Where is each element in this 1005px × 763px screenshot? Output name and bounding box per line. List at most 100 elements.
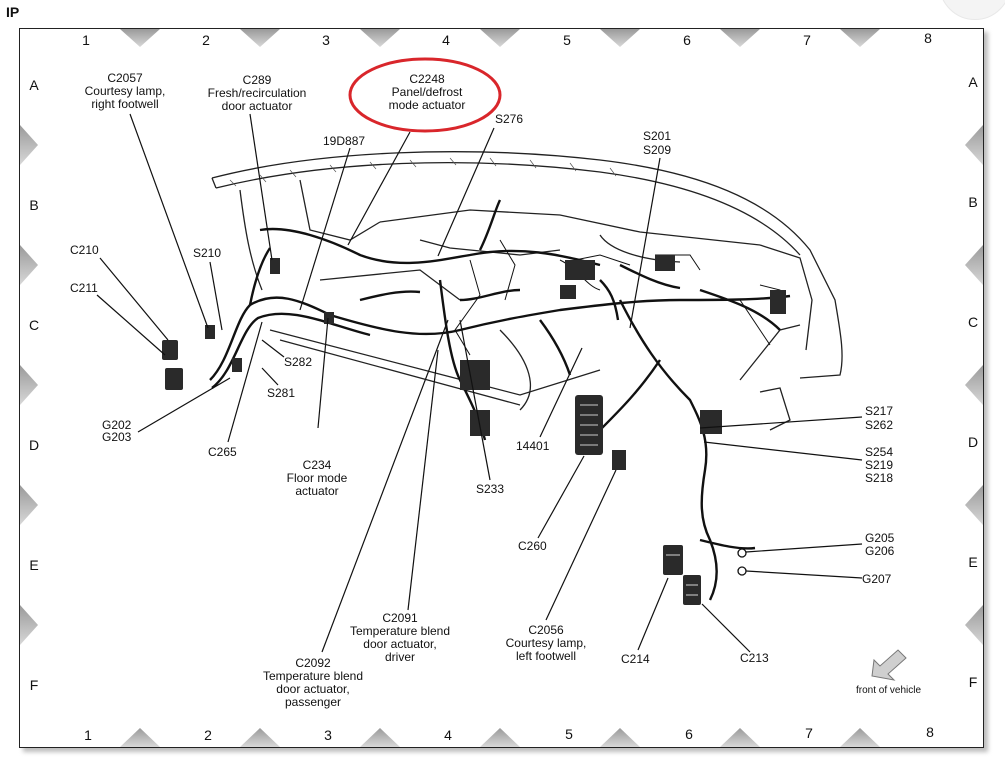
callout-c214: C214 xyxy=(621,652,650,666)
dashboard-outline xyxy=(211,151,843,431)
callout-c2091-desc1: Temperature blend xyxy=(349,624,451,638)
callout-c2056-id: C2056 xyxy=(528,623,564,637)
col-label-1-bottom: 1 xyxy=(84,727,92,743)
leader-lines xyxy=(96,113,863,653)
row-label-b-right: B xyxy=(968,194,978,210)
callout-c2056-desc1: Courtesy lamp, xyxy=(505,636,587,650)
callout-g205: G205 xyxy=(865,531,895,545)
top-grid-markers xyxy=(120,29,880,47)
callout-19d887: 19D887 xyxy=(323,134,366,148)
front-of-vehicle-label: front of vehicle xyxy=(856,685,922,696)
left-grid-markers xyxy=(20,125,38,645)
callout-c289-desc2: door actuator xyxy=(221,99,293,113)
callout-s282: S282 xyxy=(284,355,313,369)
callout-c211: C211 xyxy=(70,281,98,295)
callout-s201: S201 xyxy=(643,129,672,143)
callout-c2092: C2092 Temperature blend door actuator, p… xyxy=(250,657,376,709)
col-label-7-bottom: 7 xyxy=(805,725,813,741)
callout-s233: S233 xyxy=(476,482,505,496)
callout-c2057-desc2: right footwell xyxy=(91,97,159,111)
callout-s219: S219 xyxy=(865,458,894,472)
callout-c213: C213 xyxy=(740,651,769,665)
callout-g203: G203 xyxy=(102,430,132,444)
callout-c2091-id: C2091 xyxy=(382,611,418,625)
callout-c2091-desc3: driver xyxy=(384,650,415,664)
callout-s281: S281 xyxy=(267,386,296,400)
callout-c2056-desc2: left footwell xyxy=(515,649,577,663)
col-label-2-top: 2 xyxy=(202,32,210,48)
col-label-4-bottom: 4 xyxy=(444,727,452,743)
callout-c2092-desc2: door actuator, xyxy=(276,682,350,696)
callout-g207: G207 xyxy=(862,572,892,586)
callout-s262: S262 xyxy=(865,418,894,432)
callout-c2092-id: C2092 xyxy=(295,656,331,670)
front-of-vehicle-arrow xyxy=(871,649,907,681)
row-label-a-left: A xyxy=(29,77,39,93)
row-label-e-right: E xyxy=(968,554,978,570)
callout-c2057: C2057 Courtesy lamp, right footwell xyxy=(72,72,178,111)
row-label-a-right: A xyxy=(968,74,978,90)
callout-g202: G202 xyxy=(102,418,132,432)
row-label-f-left: F xyxy=(29,677,39,693)
col-label-3-bottom: 3 xyxy=(324,727,332,743)
callout-c210: C210 xyxy=(70,243,99,257)
callout-s276: S276 xyxy=(495,112,524,126)
page-tag: IP xyxy=(6,4,20,20)
callout-c265: C265 xyxy=(208,445,237,459)
callout-c2092-desc3: passenger xyxy=(284,695,342,709)
callout-c234-desc1: Floor mode xyxy=(286,471,348,485)
callout-s209: S209 xyxy=(643,143,672,157)
col-label-1-top: 1 xyxy=(82,32,90,48)
callout-c2057-desc1: Courtesy lamp, xyxy=(84,84,166,98)
col-label-6-top: 6 xyxy=(683,32,691,48)
col-label-8-top: 8 xyxy=(924,30,932,46)
callout-c2056: C2056 Courtesy lamp, left footwell xyxy=(490,624,602,663)
col-label-4-top: 4 xyxy=(442,32,450,48)
ground-eyelets xyxy=(737,548,747,576)
col-label-6-bottom: 6 xyxy=(685,726,693,742)
connector-pins xyxy=(580,404,698,596)
callout-c289-id: C289 xyxy=(242,73,272,87)
callout-c289-desc1: Fresh/recirculation xyxy=(207,86,307,100)
col-label-5-top: 5 xyxy=(563,32,571,48)
callout-c2248-desc2: mode actuator xyxy=(388,98,466,112)
row-label-d-left: D xyxy=(28,437,40,453)
callout-c2091-desc2: door actuator, xyxy=(363,637,437,651)
connectors xyxy=(162,255,786,605)
row-label-f-right: F xyxy=(968,674,978,690)
callout-c2248: C2248 Panel/defrost mode actuator xyxy=(372,73,482,112)
highlight-ellipse xyxy=(348,57,502,133)
callout-c234-id: C234 xyxy=(302,458,332,472)
callout-c2091: C2091 Temperature blend door actuator, d… xyxy=(340,612,460,664)
callout-s217: S217 xyxy=(865,404,894,418)
callout-g206: G206 xyxy=(865,544,895,558)
callout-c234: C234 Floor mode actuator xyxy=(272,459,362,498)
col-label-8-bottom: 8 xyxy=(926,724,934,740)
callout-c2057-id: C2057 xyxy=(107,71,143,85)
row-label-e-left: E xyxy=(29,557,39,573)
col-label-5-bottom: 5 xyxy=(565,726,573,742)
bottom-grid-markers xyxy=(120,728,880,747)
callout-s218: S218 xyxy=(865,471,894,485)
callout-c2092-desc1: Temperature blend xyxy=(262,669,364,683)
row-label-c-right: C xyxy=(967,314,979,330)
col-label-7-top: 7 xyxy=(803,32,811,48)
callout-c260: C260 xyxy=(518,539,547,553)
callout-c2248-id: C2248 xyxy=(409,72,445,86)
col-label-3-top: 3 xyxy=(322,32,330,48)
callout-s210: S210 xyxy=(193,246,222,260)
callout-c2248-desc1: Panel/defrost xyxy=(391,85,463,99)
callout-c289: C289 Fresh/recirculation door actuator xyxy=(194,74,320,113)
row-label-c-left: C xyxy=(28,317,40,333)
callout-c234-desc2: actuator xyxy=(295,484,339,498)
wiring-harness-detail xyxy=(454,239,786,356)
row-label-d-right: D xyxy=(967,434,979,450)
col-label-2-bottom: 2 xyxy=(204,727,212,743)
right-grid-markers xyxy=(965,125,983,645)
row-label-b-left: B xyxy=(29,197,39,213)
wiring-harness xyxy=(209,199,791,601)
dash-top-hatch xyxy=(229,157,617,187)
callout-14401: 14401 xyxy=(516,439,550,453)
callout-s254: S254 xyxy=(865,445,894,459)
